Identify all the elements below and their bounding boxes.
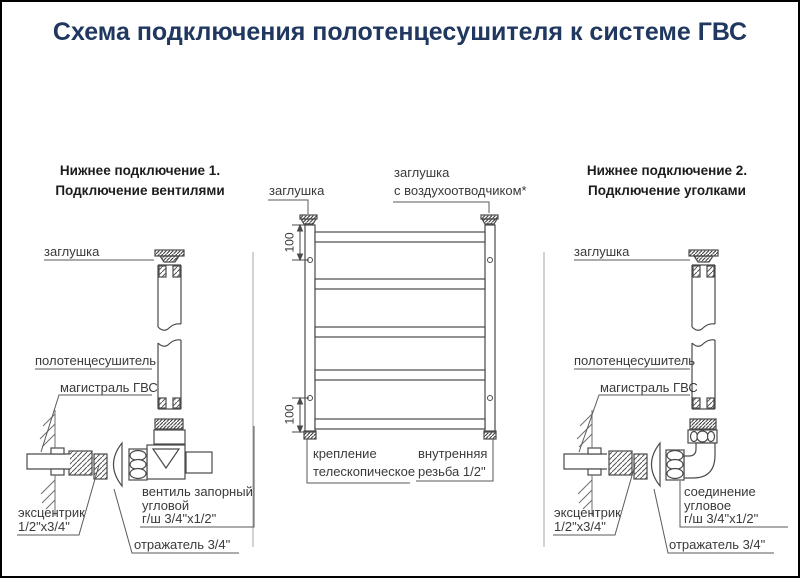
riser-plug [154,249,185,263]
right-section-heading: Нижнее подключение 2. Подключение уголка… [557,163,777,203]
reflector-cup [112,441,123,488]
threaded-coupling [154,418,184,430]
right-heading-line1: Нижнее подключение 2. [586,163,748,178]
label-eccentric-right-1: эксцентрик [554,505,621,520]
label-hw-main-right: магистраль ГВС [600,380,698,395]
left-section-heading: Нижнее подключение 1. Подключение вентил… [30,163,250,203]
label-towel-rail-right: полотенцесушитель [574,353,696,368]
right-riser-assembly [563,249,719,516]
left-heading-line1: Нижнее подключение 1. [59,163,221,178]
label-towel-rail-left: полотенцесушитель [35,353,157,368]
page-title: Схема подключения полотенцесушителя к си… [52,18,748,46]
label-plug-center: заглушка [269,183,325,198]
label-hw-main-left: магистраль ГВС [60,380,158,395]
riser-threads [692,265,715,409]
elbow-union-nut-top [687,429,718,444]
towel-radiator [299,214,499,440]
dimension-lines [292,223,309,434]
wall-pipe [563,453,607,470]
label-airvent-1: заглушка [394,165,450,180]
label-eccentric-left-1: эксцентрик [18,505,85,520]
dimension-bottom-100: 100 [282,404,297,425]
riser-plug [688,249,719,263]
label-eccentric-left-2: 1/2"х3/4" [18,519,70,534]
shutoff-valve [128,429,213,481]
wall-pipe [26,453,70,470]
eccentric-fitting [608,450,648,480]
eccentric-fitting [68,450,108,480]
label-plug-right: заглушка [574,244,630,259]
right-heading-line2: Подключение уголками [588,183,746,198]
elbow-fitting [683,442,716,479]
label-reflector-right: отражатель 3/4" [669,537,766,552]
label-elbow-1: соединение [684,484,756,499]
wall-hatching [39,410,56,516]
threaded-coupling [689,418,717,430]
label-valve-2: угловой [142,498,190,513]
label-thread-2: резьба 1/2" [418,464,486,479]
radiator-rungs [314,231,486,430]
section-dividers [252,252,545,547]
label-mount-2: телескопическое [313,464,416,479]
label-plug-left: заглушка [44,244,100,259]
left-riser-assembly [26,249,213,516]
label-mount-1: крепление [313,446,377,461]
leader-lines [17,199,788,554]
label-elbow-2: угловое [684,498,732,513]
reflector-cup [650,441,661,488]
label-valve-3: г/ш 3/4"х1/2" [142,511,217,526]
dimension-top-100: 100 [282,232,297,253]
elbow-union-nut-left [665,449,685,481]
label-reflector-left: отражатель 3/4" [134,537,231,552]
riser-threads [158,265,181,409]
valve-handle [185,451,213,474]
label-elbow-3: г/ш 3/4"х1/2" [684,511,759,526]
radiator-right-foot [483,430,497,440]
radiator-left-foot [303,430,317,440]
radiator-plug [299,214,318,225]
left-heading-line2: Подключение вентилями [55,183,225,198]
radiator-airvent-plug [480,214,499,225]
label-eccentric-right-2: 1/2"х3/4" [554,519,606,534]
label-thread-1: внутренняя [418,446,488,461]
label-airvent-2: с воздухоотводчиком* [394,183,527,198]
label-valve-1: вентиль запорный [142,484,253,499]
